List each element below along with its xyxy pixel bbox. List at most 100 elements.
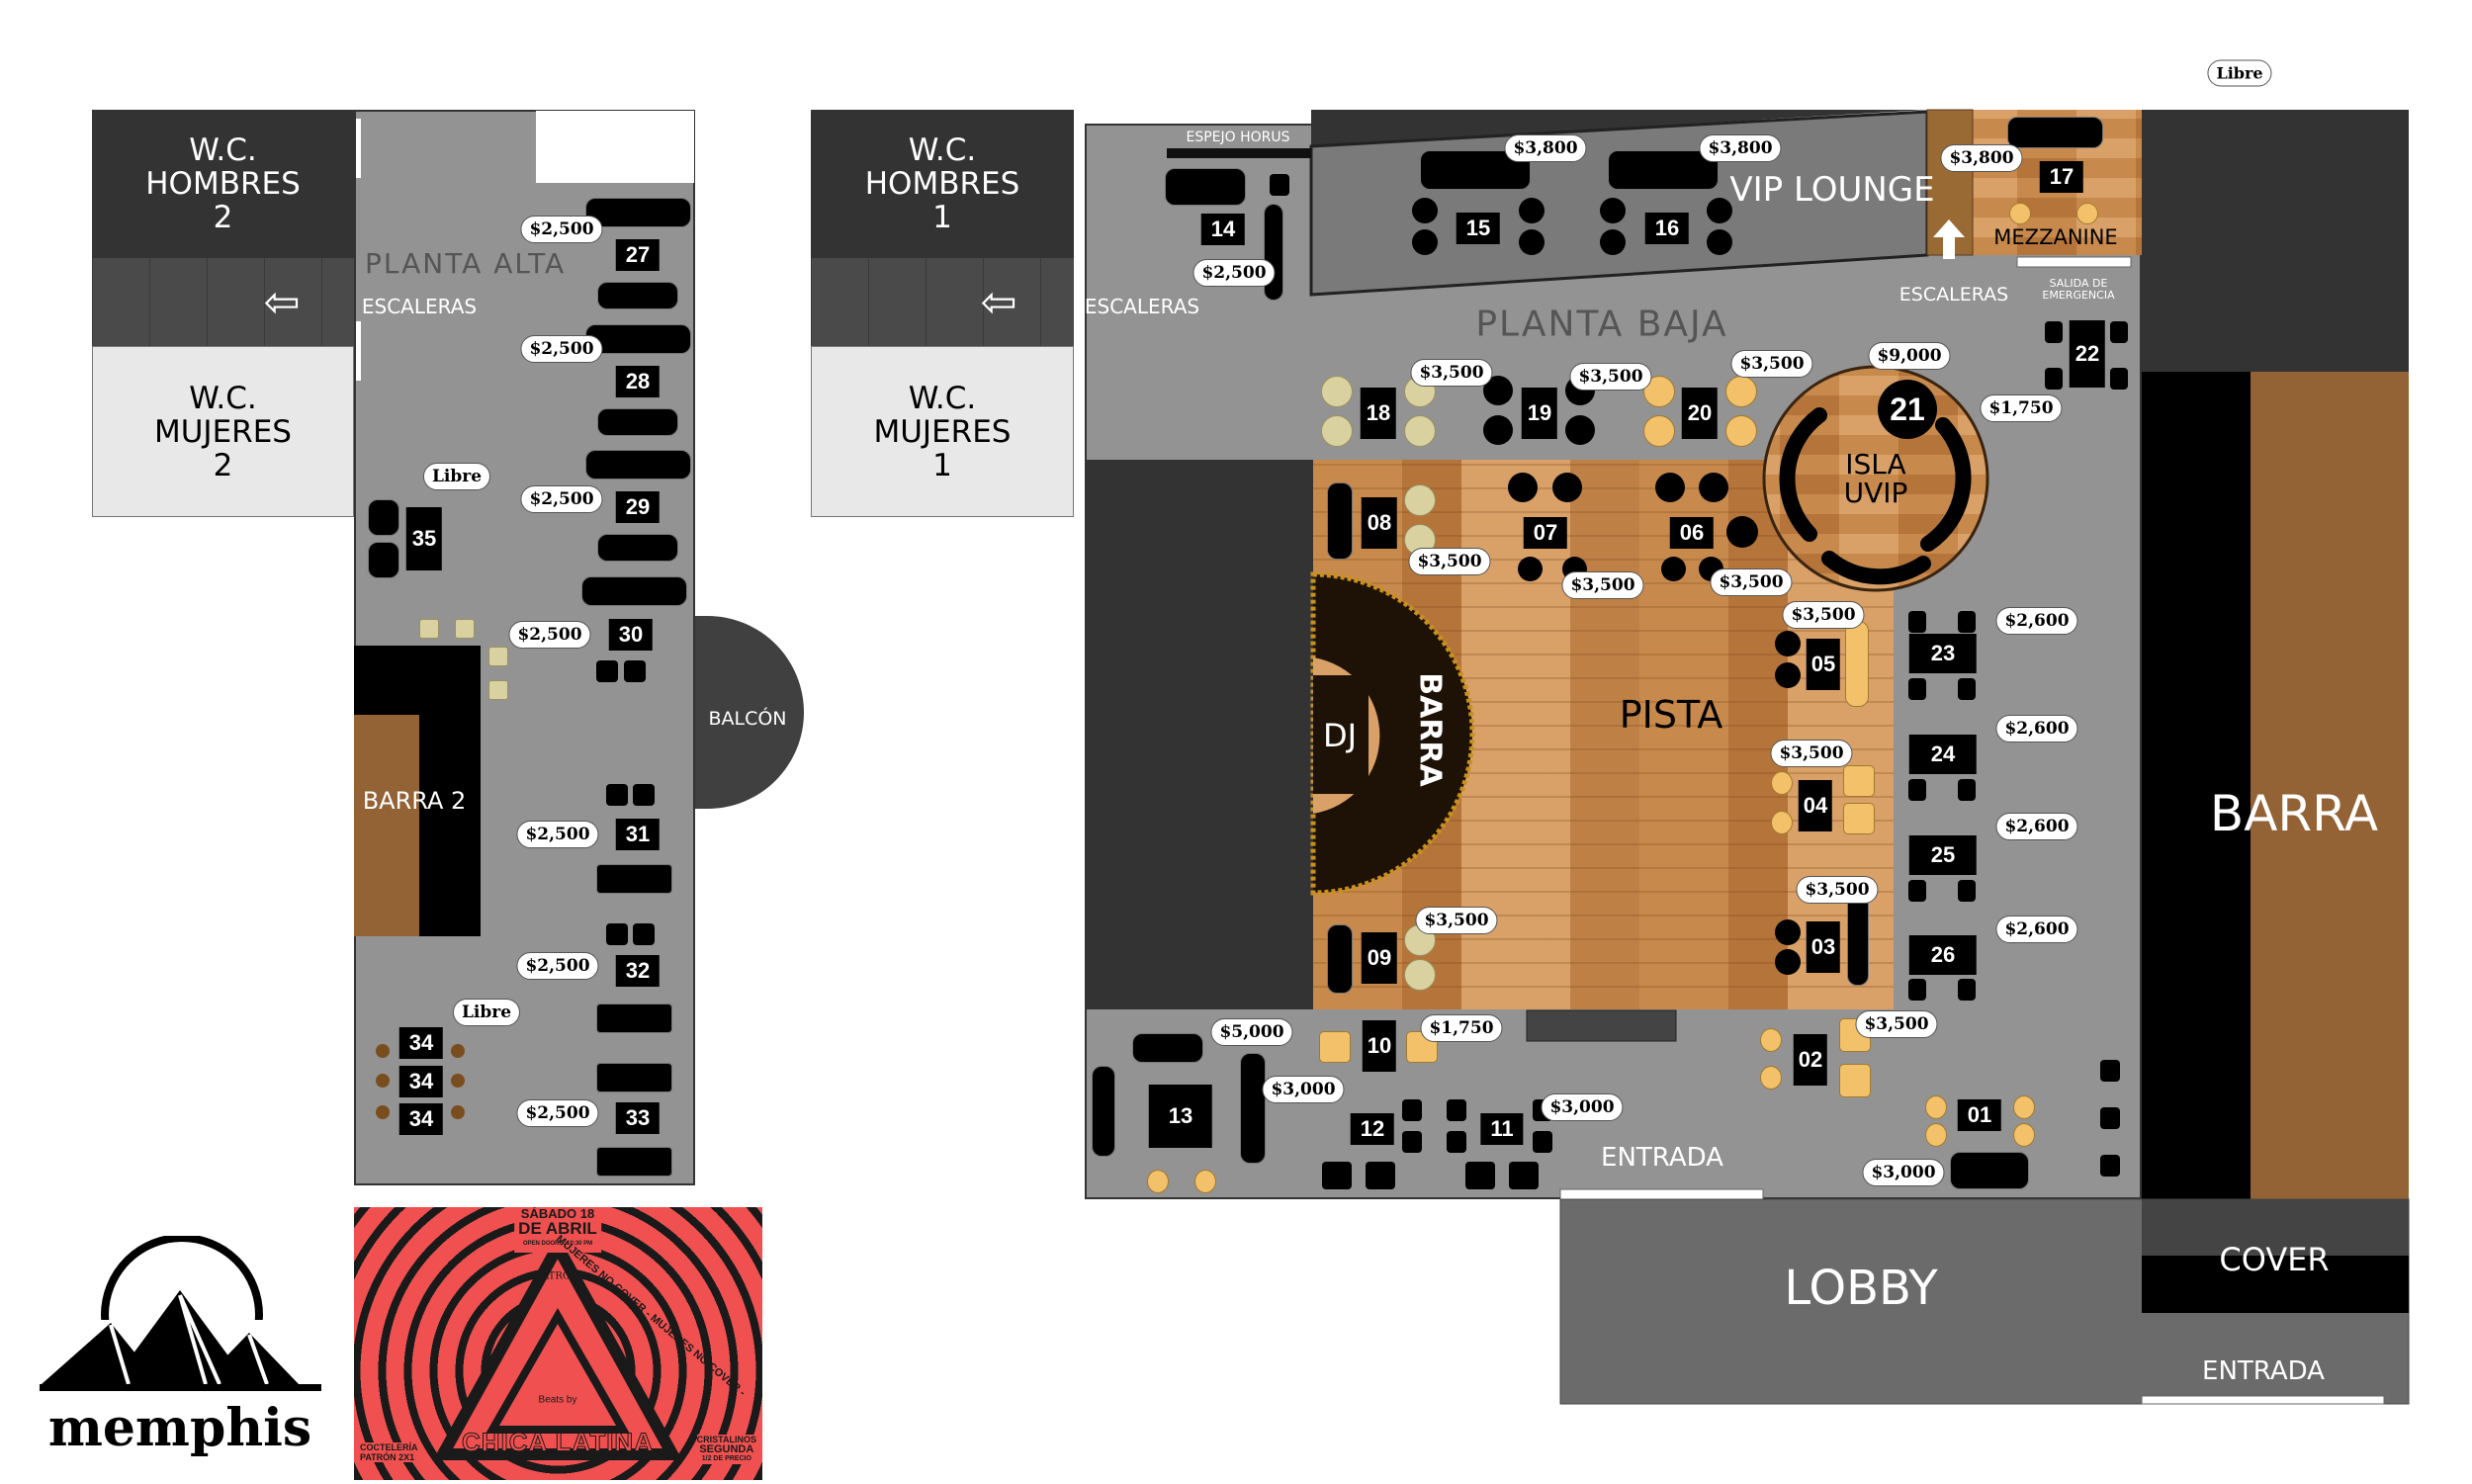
table-19-price: $3,500	[1569, 363, 1652, 391]
table-24[interactable]: 24	[1908, 735, 1978, 774]
table-10[interactable]: 10	[1362, 1020, 1397, 1072]
logo-pyramid-stripes	[109, 1294, 269, 1385]
table-34[interactable]: 34	[398, 1066, 444, 1097]
logo-pyramid	[200, 1333, 299, 1384]
table-16[interactable]: 16	[1644, 213, 1690, 244]
stool	[376, 1105, 390, 1119]
table-06[interactable]: 06	[1669, 517, 1715, 549]
poster-promo-line: COCTELERÍA	[360, 1442, 418, 1452]
chair	[455, 619, 475, 639]
table-26[interactable]: 26	[1908, 935, 1978, 975]
table-02[interactable]: 02	[1793, 1034, 1828, 1086]
wc-label-line: HOMBRES	[864, 166, 1020, 202]
right-bar-counter	[2251, 372, 2409, 1199]
table-07[interactable]: 07	[1523, 517, 1568, 549]
stool	[606, 784, 628, 806]
sofa	[596, 1063, 672, 1092]
wc-label-line: 2	[213, 200, 233, 235]
sofa	[1608, 150, 1719, 190]
table-18[interactable]: 18	[1360, 388, 1397, 439]
poster-promo-line: CRISTALINOS	[696, 1435, 756, 1444]
table-17[interactable]: 17	[2039, 161, 2084, 193]
table-03[interactable]: 03	[1806, 921, 1841, 973]
left-dark-area	[1087, 460, 1313, 1009]
chair	[1600, 198, 1626, 223]
chair	[2110, 368, 2128, 390]
table-24-price: $2,600	[1995, 715, 2078, 742]
table-19[interactable]: 19	[1521, 388, 1558, 439]
event-poster[interactable]: SÁBADO 18 DE ABRIL OPEN DOORS: 10:30 PM …	[354, 1207, 762, 1480]
right-bar-top	[2142, 110, 2409, 372]
table-34[interactable]: 34	[398, 1027, 444, 1059]
table-31-price: $2,500	[516, 821, 599, 848]
chair	[1465, 1162, 1495, 1189]
chair	[2013, 1123, 2035, 1147]
table-23-price: $2,600	[1995, 607, 2078, 635]
poster-date-line: SÁBADO 18	[520, 1207, 595, 1221]
table-15[interactable]: 15	[1456, 213, 1501, 244]
chair	[1775, 919, 1801, 945]
table-35[interactable]: 35	[405, 507, 443, 570]
table-18-price: $3,500	[1410, 359, 1493, 387]
table-05-price: $3,500	[1782, 601, 1865, 629]
table-33[interactable]: 33	[615, 1102, 661, 1134]
table-32[interactable]: 32	[615, 955, 661, 987]
table-13[interactable]: 13	[1148, 1085, 1213, 1148]
stairs-area	[92, 258, 354, 346]
chair	[1552, 473, 1582, 502]
table-13-price: $5,000	[1210, 1018, 1293, 1046]
mirror-label: ESPEJO HORUS	[1186, 130, 1290, 145]
table-09[interactable]: 09	[1361, 932, 1398, 984]
table-11[interactable]: 11	[1480, 1113, 1524, 1145]
table-09-price: $3,500	[1415, 907, 1498, 934]
table-23[interactable]: 23	[1908, 634, 1978, 673]
wc-women-1	[811, 346, 1074, 517]
wc-women-2	[92, 346, 354, 517]
sofa	[1240, 1053, 1266, 1164]
table-05[interactable]: 05	[1806, 639, 1841, 690]
table-25[interactable]: 25	[1908, 835, 1978, 875]
table-34[interactable]: 34	[398, 1103, 444, 1135]
main-bar-label: BARRA	[2209, 785, 2379, 842]
chair	[1509, 1162, 1539, 1189]
stool	[624, 660, 646, 682]
table-01[interactable]: 01	[1957, 1099, 2002, 1131]
table-08[interactable]: 08	[1361, 497, 1398, 549]
sofa	[1327, 482, 1353, 560]
table-29[interactable]: 29	[615, 491, 661, 523]
chair	[1402, 1131, 1422, 1153]
poster-doors: OPEN DOORS: 10:30 PM	[522, 1241, 593, 1247]
poster-sponsor: PATRÓN	[536, 1270, 579, 1282]
door	[356, 119, 361, 178]
table-04[interactable]: 04	[1798, 780, 1833, 831]
chair	[2100, 1155, 2120, 1177]
table-30[interactable]: 30	[608, 619, 654, 651]
sofa	[1950, 1152, 2029, 1189]
table-22[interactable]: 22	[2069, 320, 2106, 388]
table-27[interactable]: 27	[615, 239, 661, 271]
logo-pyramid	[111, 1290, 249, 1384]
table-21[interactable]: 21	[1878, 380, 1937, 439]
dj-booth	[1313, 675, 1368, 794]
balcony-label: BALCÓN	[708, 708, 787, 730]
table-14[interactable]: 14	[1200, 214, 1246, 245]
table-28[interactable]: 28	[615, 366, 661, 397]
chair	[1699, 473, 1728, 502]
chair	[1839, 1064, 1871, 1097]
chair	[2045, 321, 2063, 343]
sofa	[596, 864, 672, 894]
chair	[1319, 1031, 1351, 1063]
sofa	[585, 450, 691, 480]
chair	[1508, 473, 1538, 502]
chair	[488, 647, 508, 666]
lobby-label: LOBBY	[1784, 1261, 1938, 1316]
sofa	[368, 499, 399, 536]
table-31[interactable]: 31	[615, 819, 661, 850]
chair	[1447, 1131, 1466, 1153]
dj-label: DJ	[1322, 717, 1358, 754]
stairs-label-left: ESCALERAS	[1084, 295, 1200, 318]
table-20[interactable]: 20	[1681, 388, 1719, 439]
chair	[1402, 1099, 1422, 1121]
sofa	[597, 282, 678, 309]
table-12[interactable]: 12	[1350, 1113, 1395, 1145]
